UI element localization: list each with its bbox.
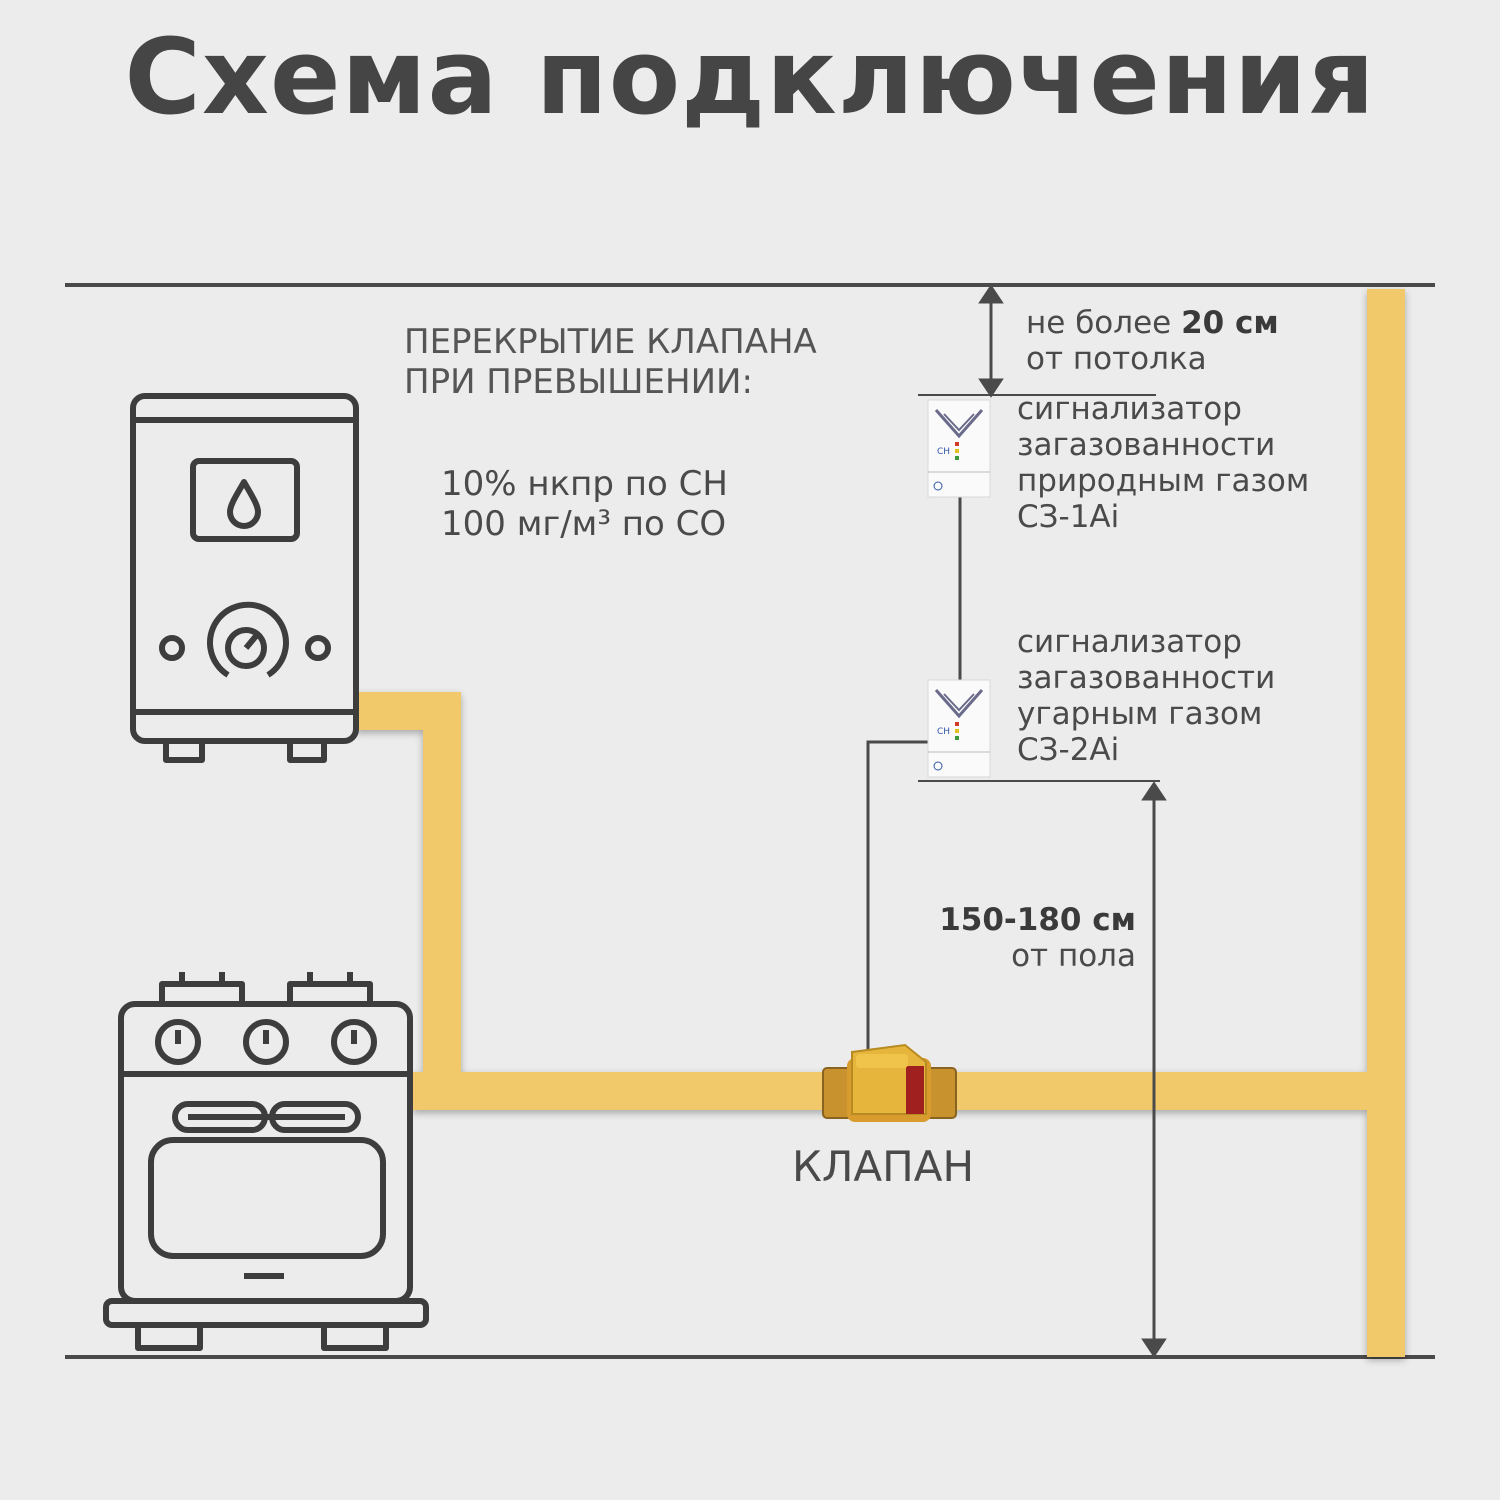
gas-sensor-1-device: CH — [927, 399, 991, 498]
sensor-2-line-1: сигнализатор — [1017, 624, 1242, 660]
floor-dimension-arrow — [918, 780, 1167, 1358]
sensor-1-line-1: сигнализатор — [1017, 391, 1242, 427]
floor-distance-label: 150-180 см от пола — [900, 902, 1136, 974]
floor-distance-suffix: от пола — [1011, 938, 1136, 974]
valve-wire — [866, 740, 928, 1050]
sensor-2-model: СЗ-2Аi — [1017, 732, 1120, 768]
sensor-1-label: сигнализатор загазованности природным га… — [1017, 391, 1309, 535]
gas-stove-icon — [103, 972, 429, 1351]
gas-sensor-2-device: CH — [927, 679, 991, 778]
threshold-values: 10% нкпр по СН 100 мг/м³ по СО — [441, 464, 728, 544]
page-title: Схема подключения — [124, 16, 1376, 138]
ceiling-distance-label: не более 20 см от потолка — [1026, 305, 1279, 377]
shutoff-heading: ПЕРЕКРЫТИЕ КЛАПАНА ПРИ ПРЕВЫШЕНИИ: — [404, 322, 817, 402]
water-heater-icon — [130, 393, 359, 763]
ceiling-distance-value: 20 см — [1181, 305, 1279, 341]
floor-distance-value: 150-180 см — [939, 902, 1136, 938]
sensor-2-line-2: загазованности — [1017, 660, 1276, 696]
shutoff-line-1: ПЕРЕКРЫТИЕ КЛАПАНА — [404, 322, 817, 362]
sensor-1-model: СЗ-1Аi — [1017, 499, 1120, 535]
valve-label: КЛАПАН — [792, 1142, 975, 1191]
sensor-1-line-2: загазованности — [1017, 427, 1276, 463]
ceiling-distance-suffix: от потолка — [1026, 341, 1207, 377]
sensor-2-line-3: угарным газом — [1017, 696, 1263, 732]
threshold-co: 100 мг/м³ по СО — [441, 504, 727, 544]
ceiling-distance-prefix: не более — [1026, 305, 1182, 341]
shutoff-valve-icon — [822, 1043, 957, 1122]
sensor-2-code: CH — [937, 727, 950, 737]
sensor-1-line-3: природным газом — [1017, 463, 1310, 499]
sensor-2-label: сигнализатор загазованности угарным газо… — [1017, 624, 1275, 768]
shutoff-line-2: ПРИ ПРЕВЫШЕНИИ: — [404, 362, 753, 402]
sensor-1-code: CH — [937, 447, 950, 457]
threshold-ch: 10% нкпр по СН — [441, 464, 728, 504]
ceiling-dimension-arrow — [918, 284, 1156, 398]
